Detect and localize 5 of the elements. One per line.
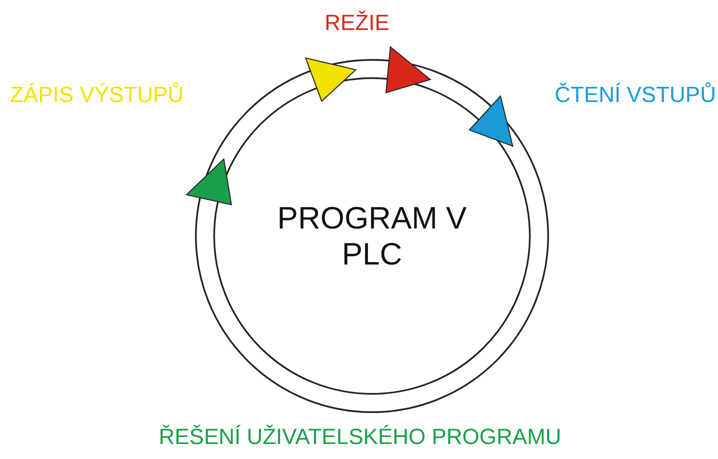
phase-label: ČTENÍ VSTUPŮ [554, 84, 716, 106]
phase-label: ŘEŠENÍ UŽIVATELSKÉHO PROGRAMU [158, 426, 562, 448]
center-label: PROGRAM V PLC [276, 200, 468, 272]
phase-label: ZÁPIS VÝSTUPŮ [10, 84, 184, 106]
phase-label: REŽIE [324, 12, 390, 34]
